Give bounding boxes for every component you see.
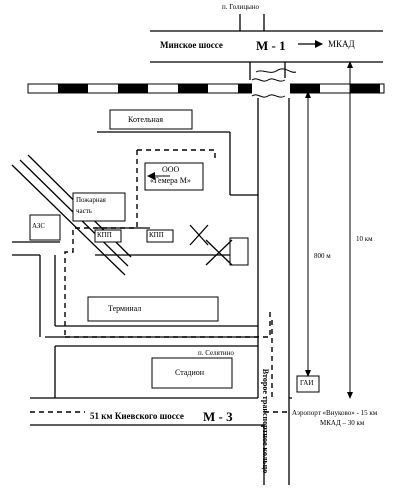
- gate-block: [229, 237, 249, 266]
- company-name-label: «Гемера М»: [150, 176, 191, 185]
- checkpoint-1-building: [94, 229, 122, 243]
- terminal-label: Терминал: [108, 304, 142, 313]
- stadium-building: [151, 357, 233, 389]
- gai-label: ГАИ: [300, 379, 314, 387]
- airport-label: Аэропорт «Внуково» - 15 км: [292, 409, 378, 417]
- railway-icon: [27, 68, 385, 98]
- m3-label: М - 3: [203, 409, 233, 424]
- kiev-highway-label: 51 км Киевского шоссе: [90, 411, 184, 421]
- checkpoint-2-label: КПП: [149, 231, 164, 239]
- boiler-label: Котельная: [128, 115, 164, 124]
- route-dashed-plant-2: [64, 150, 138, 337]
- checkpoint-2-building: [146, 229, 174, 243]
- second-ring-label: Второе транспортное кольцо: [261, 368, 270, 474]
- seletino-label: п. Селятино: [198, 349, 234, 357]
- stadium-label: Стадион: [175, 368, 205, 377]
- gas-station-building: [29, 214, 61, 241]
- boiler-house: [109, 109, 193, 130]
- distance-800-label: 800 м: [314, 252, 331, 260]
- terminal-building: [87, 296, 219, 322]
- checkpoint-1-label: КПП: [97, 231, 112, 239]
- company-ooo-label: ООО: [162, 165, 180, 174]
- m1-label: М - 1: [256, 38, 286, 53]
- fire-station-building: [72, 192, 126, 222]
- fire-station-label-2: часть: [76, 207, 92, 215]
- mkad-top-label: МКАД: [328, 39, 355, 49]
- diagonal-line-1: [11, 164, 126, 276]
- fire-station-label-1: Пожарная: [76, 196, 106, 204]
- route-dashed-plant: [137, 149, 216, 158]
- minsk-highway-label: Минское шоссе: [160, 40, 223, 50]
- mkad-bottom-label: МКАД – 30 км: [320, 419, 365, 427]
- golitsyno-label: п. Голицыно: [222, 3, 260, 11]
- gas-station-label: АЗС: [32, 222, 46, 230]
- crossed-out-icon: [189, 224, 233, 266]
- distance-10km-label: 10 км: [356, 235, 373, 243]
